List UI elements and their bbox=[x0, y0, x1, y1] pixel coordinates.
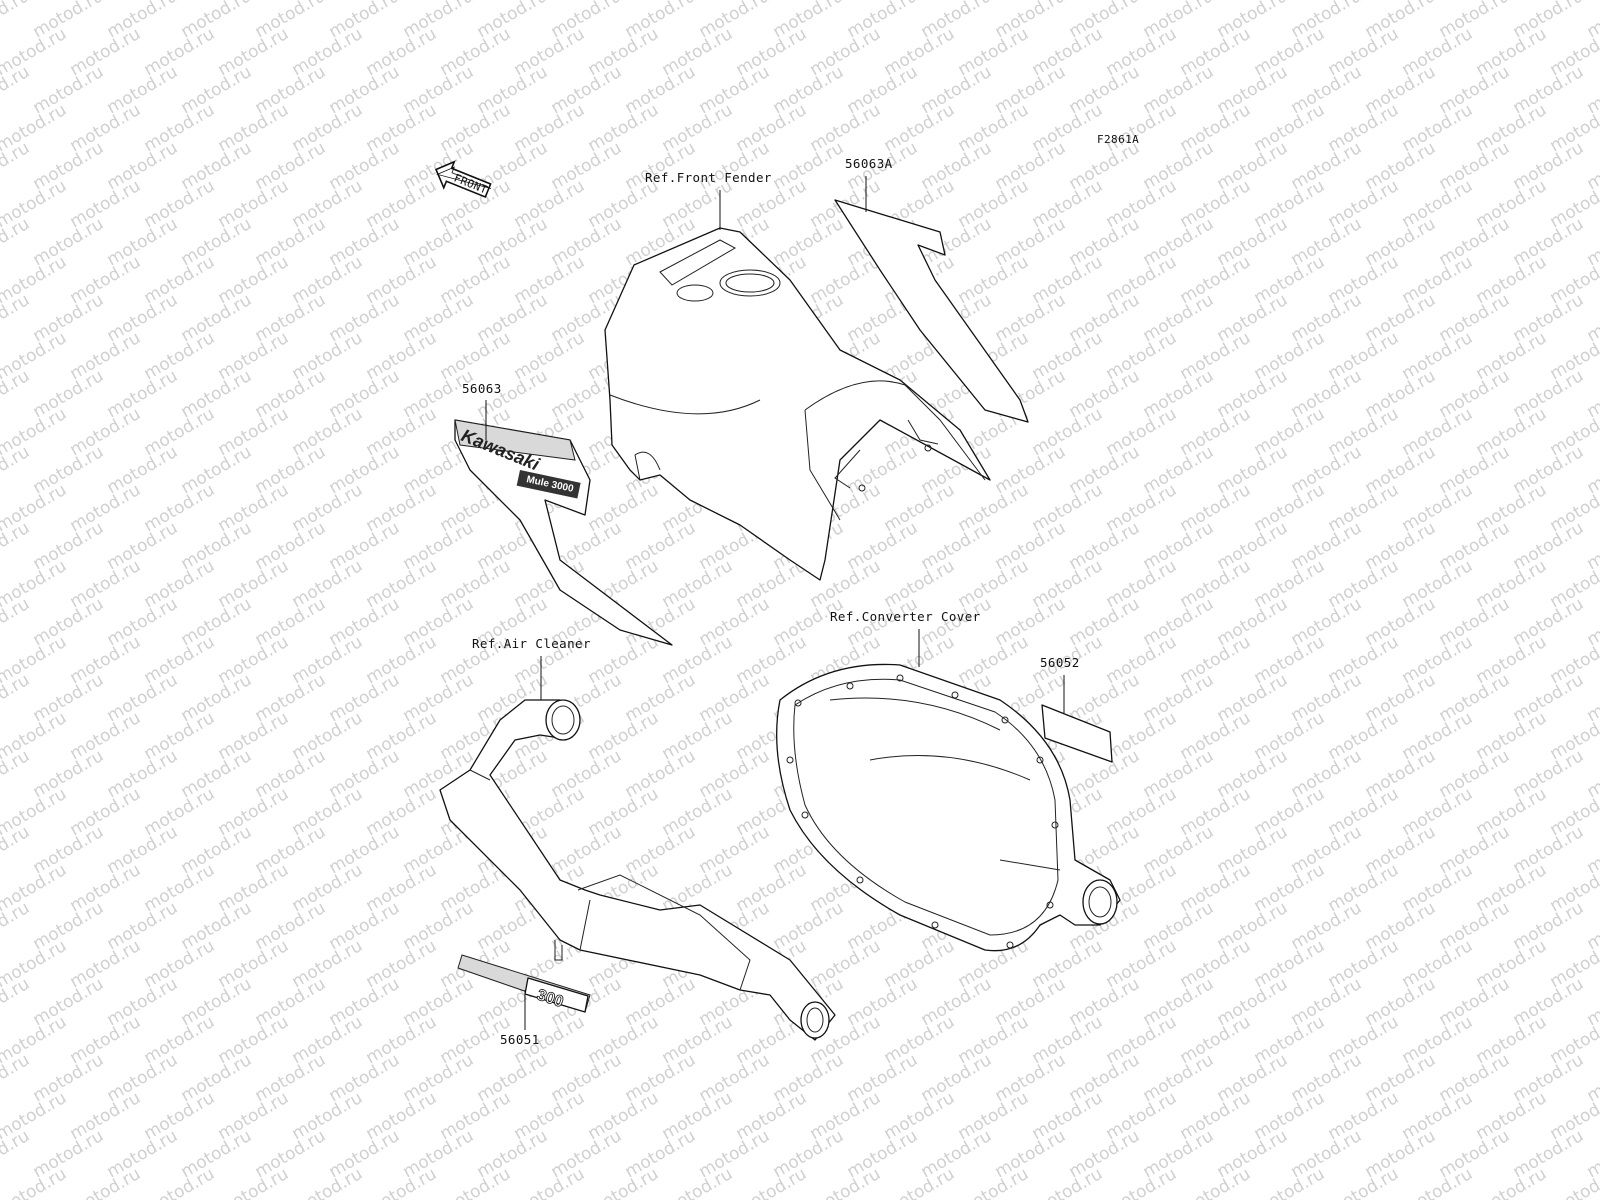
cover-bolt-holes bbox=[786, 674, 1059, 949]
decal-56063a-part bbox=[834, 199, 1029, 423]
callout-56051: 56051 bbox=[500, 1032, 540, 1047]
callout-ref-front-fender: Ref.Front Fender bbox=[645, 170, 772, 185]
decal-56051-part: 300 bbox=[457, 954, 591, 1013]
callout-ref-converter-cover: Ref.Converter Cover bbox=[830, 609, 981, 624]
converter-cover-part bbox=[776, 663, 1121, 952]
label-56052-part bbox=[1041, 704, 1113, 763]
callout-56052: 56052 bbox=[1040, 655, 1080, 670]
callout-ref-air-cleaner: Ref.Air Cleaner bbox=[472, 636, 591, 651]
front-fender-part bbox=[604, 227, 991, 581]
decal-56063-part: Kawasaki Mule 3000 bbox=[454, 419, 673, 646]
callout-56063: 56063 bbox=[462, 381, 502, 396]
callout-56063a: 56063A bbox=[845, 156, 893, 171]
air-cleaner-duct-part bbox=[439, 699, 836, 1041]
figure-code: F2861A bbox=[1097, 133, 1139, 146]
watermark-text: motod.ru bbox=[0, 0, 33, 42]
